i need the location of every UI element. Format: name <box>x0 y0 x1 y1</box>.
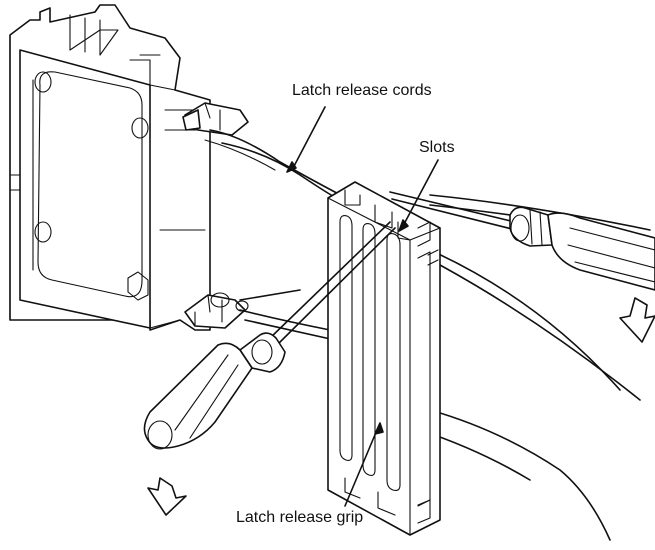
leader-latch-cords-arrow <box>286 161 297 173</box>
leader-latch-cords <box>291 106 326 171</box>
pull-arrow-right <box>619 297 655 343</box>
leader-grip-arrow <box>374 422 384 435</box>
leader-slots-arrow <box>398 219 409 232</box>
label-latch-release-grip: Latch release grip <box>236 509 363 526</box>
leader-slots <box>402 159 439 227</box>
latch-release-grip <box>327 181 441 536</box>
label-slots: Slots <box>419 139 455 156</box>
pull-arrow-left <box>147 477 187 516</box>
screwdriver-lower <box>143 221 396 450</box>
latch-release-cords <box>204 129 361 341</box>
leader-grip <box>344 429 378 507</box>
screwdriver-upper <box>389 191 655 291</box>
connector-block <box>9 4 249 331</box>
label-latch-release-cords: Latch release cords <box>292 82 432 99</box>
